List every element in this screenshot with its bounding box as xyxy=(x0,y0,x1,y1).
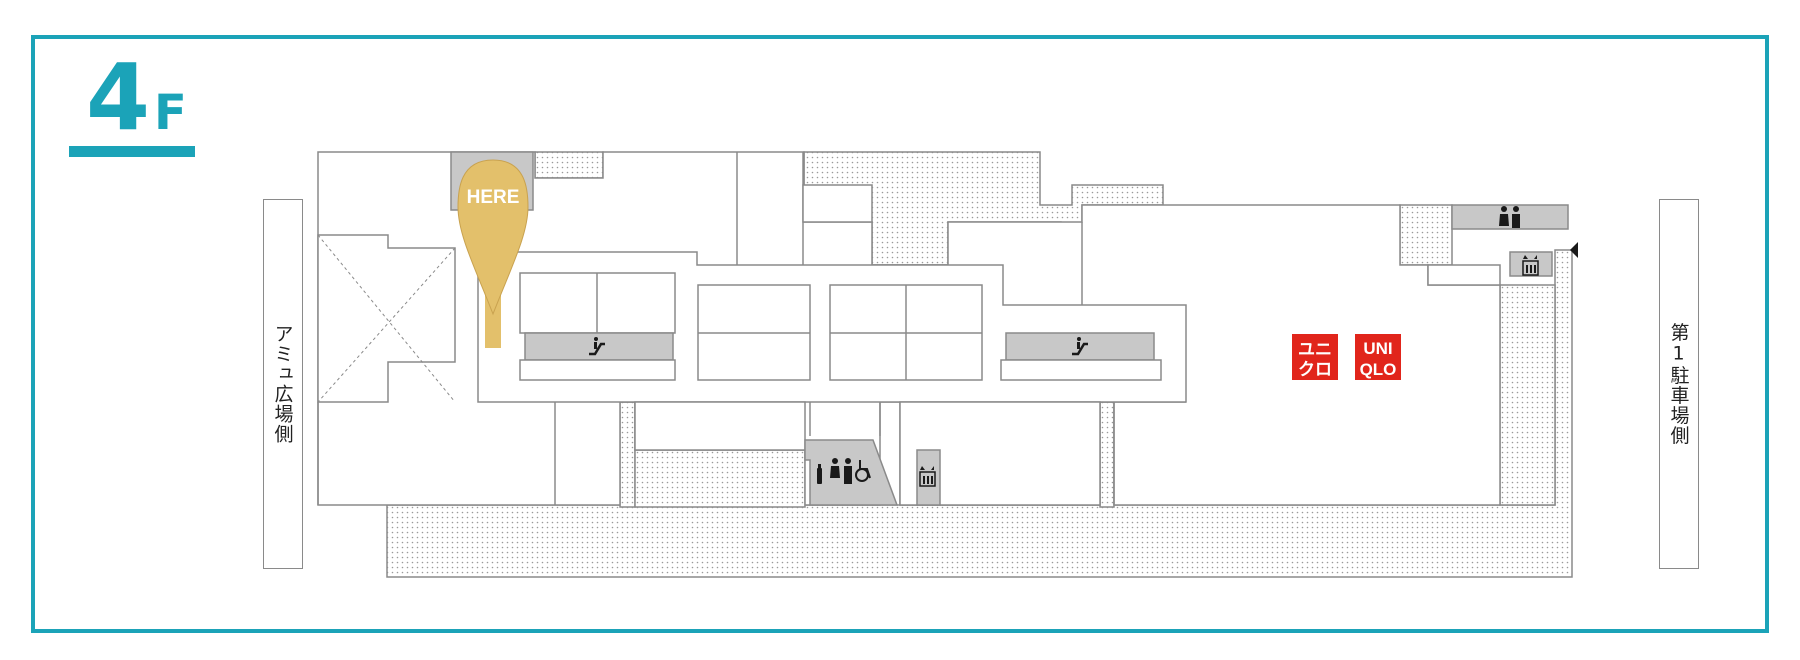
logo-text: ユニ xyxy=(1298,340,1332,359)
here-label: HERE xyxy=(467,187,520,208)
nursing-room-icon xyxy=(817,464,822,484)
stairwell-line xyxy=(317,247,456,403)
right-side-label: 第1駐車場側 xyxy=(1667,322,1690,446)
restroom-icon xyxy=(830,458,852,484)
building xyxy=(317,151,1573,578)
stairwell-line xyxy=(317,234,456,403)
logo-text: QLO xyxy=(1360,360,1397,379)
logo-text: UNI xyxy=(1363,339,1392,358)
dotted-area xyxy=(634,449,806,508)
elevator-icon xyxy=(1522,255,1539,276)
uniqlo-logo: ユニ クロ UNI QLO xyxy=(1292,334,1401,380)
escalator-icon xyxy=(1072,337,1088,356)
room xyxy=(634,401,806,451)
map-frame xyxy=(31,35,1769,633)
right-side-panel: 第1駐車場側 xyxy=(1659,199,1699,569)
room xyxy=(1427,264,1501,286)
dotted-area xyxy=(1499,284,1556,506)
restroom-area xyxy=(1451,204,1569,230)
dotted-area xyxy=(619,401,636,508)
dotted-area xyxy=(1099,401,1115,508)
left-side-panel: アミュ広場側 xyxy=(263,199,303,569)
elevator-icon xyxy=(919,466,936,487)
dotted-area xyxy=(534,151,604,179)
atrium-edge xyxy=(1000,359,1162,381)
here-pin-icon: HERE xyxy=(457,159,529,348)
room xyxy=(802,184,873,223)
floor-number: 4 xyxy=(86,44,150,151)
dotted-area xyxy=(1399,204,1453,266)
floor-underline xyxy=(69,146,195,157)
restroom-icon xyxy=(1499,206,1520,228)
left-side-label: アミュ広場側 xyxy=(271,324,294,444)
accessible-toilet-icon xyxy=(855,460,871,482)
floor-suffix: F xyxy=(154,85,187,141)
entrance-arrow-icon xyxy=(1570,242,1578,258)
logo-text: クロ xyxy=(1298,360,1332,379)
atrium-edge xyxy=(519,359,676,381)
escalator-icon xyxy=(589,337,605,356)
